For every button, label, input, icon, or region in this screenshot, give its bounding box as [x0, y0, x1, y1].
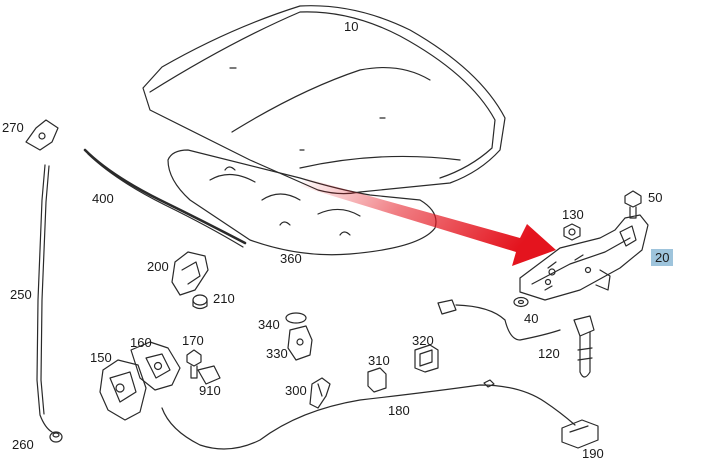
- label-50: 50: [648, 190, 663, 205]
- connector-310: [367, 367, 387, 393]
- label-300: 300: [285, 383, 307, 398]
- label-330: 330: [266, 346, 288, 361]
- label-360: 360: [280, 251, 302, 266]
- label-210: 210: [213, 291, 235, 306]
- connector-320: [414, 344, 439, 373]
- indicator-arrow: [300, 178, 556, 266]
- support-rod: [36, 164, 53, 433]
- rod-holder-top: [25, 119, 59, 151]
- bolt-50: [624, 190, 642, 219]
- label-10: 10: [344, 19, 359, 34]
- label-20: 20: [651, 249, 674, 266]
- lock-assembly: [99, 341, 181, 421]
- insulation-mat: [167, 149, 437, 256]
- nut-130: [563, 223, 581, 241]
- bolt-170: [186, 349, 202, 379]
- hood-seal: [83, 148, 247, 248]
- release-lever-300: [309, 377, 331, 409]
- bracket-200: [171, 251, 209, 296]
- clip-910: [197, 365, 221, 385]
- label-190: 190: [582, 446, 604, 461]
- label-260: 260: [12, 437, 34, 452]
- rod-grommet-bottom: [49, 431, 63, 443]
- label-40: 40: [524, 311, 539, 326]
- sensor-120: [437, 299, 595, 378]
- label-170: 170: [182, 333, 204, 348]
- label-120: 120: [538, 346, 560, 361]
- hood-panel: [142, 5, 506, 195]
- clip-210: [192, 294, 208, 310]
- hood-hinge: [519, 214, 649, 301]
- label-270: 270: [2, 120, 24, 135]
- label-160: 160: [130, 335, 152, 350]
- label-310: 310: [368, 353, 390, 368]
- label-150: 150: [90, 350, 112, 365]
- label-910: 910: [199, 383, 221, 398]
- washer-40: [513, 296, 529, 308]
- label-130: 130: [562, 207, 584, 222]
- label-400: 400: [92, 191, 114, 206]
- cable-handle-190: [561, 419, 599, 449]
- label-320: 320: [412, 333, 434, 348]
- switch-330: [285, 312, 313, 361]
- bowden-cable: [161, 379, 576, 450]
- label-200: 200: [147, 259, 169, 274]
- label-250: 250: [10, 287, 32, 302]
- label-180: 180: [388, 403, 410, 418]
- label-340: 340: [258, 317, 280, 332]
